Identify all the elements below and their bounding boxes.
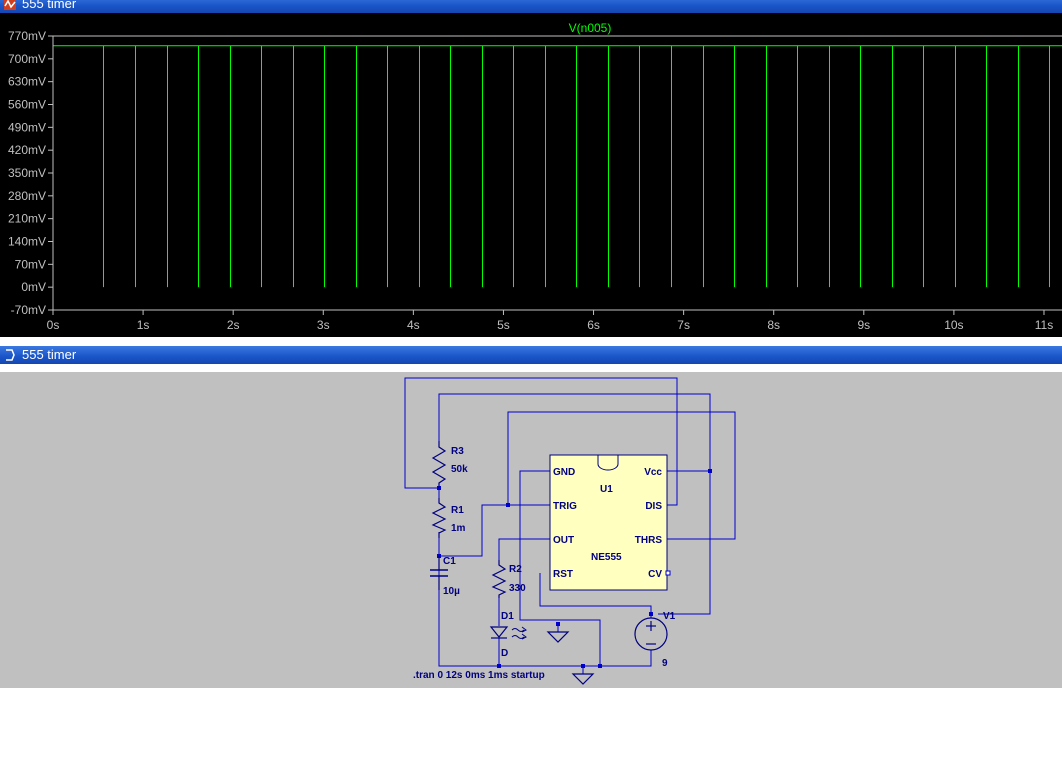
resistor-r1[interactable]: R1 1m <box>431 498 466 538</box>
waveform-window-icon <box>4 0 16 10</box>
pin-out: OUT <box>553 535 574 546</box>
x-tick-label: 8s <box>767 318 780 332</box>
schematic-window-icon <box>6 349 15 361</box>
waveform-plot-pane[interactable]: V(n005) 770mV 700mV 630mV 560mV 490mV 420mV 35… <box>0 13 1062 337</box>
y-tick-label: 630mV <box>8 75 46 89</box>
pin-cv: CV <box>648 569 662 580</box>
pin-thrs: THRS <box>635 535 663 546</box>
x-tick-label: 7s <box>677 318 690 332</box>
pin-trig: TRIG <box>553 501 577 512</box>
waveform-window-titlebar[interactable]: 555 timer <box>0 0 1062 13</box>
y-tick-label: 280mV <box>8 189 46 203</box>
r2-ref: R2 <box>509 564 522 575</box>
x-tick-label: 0s <box>47 318 60 332</box>
x-tick-label: 9s <box>857 318 870 332</box>
trace-label[interactable]: V(n005) <box>569 21 612 35</box>
led-d1[interactable]: D1 D <box>489 611 527 659</box>
capacitor-c1[interactable]: C1 10µ <box>430 556 460 597</box>
schematic-window-title: 555 timer <box>22 347 77 362</box>
r3-value: 50k <box>451 464 468 475</box>
v1-value: 9 <box>662 658 668 669</box>
waveform-chart[interactable]: V(n005) 770mV 700mV 630mV 560mV 490mV 420mV 35… <box>0 13 1062 337</box>
resistor-r3[interactable]: R3 50k <box>431 441 468 488</box>
x-tick-label: 11s <box>1035 318 1053 332</box>
u1-value: NE555 <box>591 552 622 563</box>
y-tick-label: 140mV <box>8 235 46 249</box>
voltage-source-v1[interactable]: V1 9 <box>634 611 676 669</box>
pin-vcc: Vcc <box>644 467 662 478</box>
x-tick-label: 6s <box>587 318 600 332</box>
x-tick-label: 4s <box>407 318 420 332</box>
c1-ref: C1 <box>443 556 456 567</box>
schematic-drawing[interactable]: R3 50k R1 1m C1 10µ R2 330 <box>0 372 1062 688</box>
d1-value: D <box>501 648 508 659</box>
u1-ref: U1 <box>600 484 613 495</box>
y-tick-label: 770mV <box>8 29 46 43</box>
r3-ref: R3 <box>451 446 464 457</box>
x-tick-label: 3s <box>317 318 330 332</box>
v1-ref: V1 <box>663 611 676 622</box>
y-tick-label: 420mV <box>8 143 46 157</box>
c1-value: 10µ <box>443 586 460 597</box>
y-tick-label: -70mV <box>11 303 46 317</box>
y-tick-label: 210mV <box>8 212 46 226</box>
ground-symbol <box>571 673 595 685</box>
cv-pin-open <box>665 570 671 576</box>
schematic-canvas[interactable]: R3 50k R1 1m C1 10µ R2 330 <box>0 372 1062 688</box>
y-tick-label: 560mV <box>8 98 46 112</box>
ic-u1-ne555[interactable]: GND TRIG OUT RST Vcc DIS THRS CV U1 NE55… <box>549 454 671 591</box>
x-tick-label: 2s <box>227 318 240 332</box>
x-tick-label: 10s <box>944 318 963 332</box>
resistor-r2[interactable]: R2 330 <box>491 560 526 598</box>
pin-rst: RST <box>553 569 573 580</box>
r1-ref: R1 <box>451 505 464 516</box>
r1-value: 1m <box>451 523 466 534</box>
y-tick-label: 70mV <box>15 257 46 271</box>
pin-gnd: GND <box>553 467 575 478</box>
x-tick-label: 1s <box>137 318 150 332</box>
spice-directive[interactable]: .tran 0 12s 0ms 1ms startup <box>413 670 545 681</box>
ground-symbol <box>546 631 570 643</box>
y-tick-label: 490mV <box>8 120 46 134</box>
y-tick-label: 0mV <box>21 280 46 294</box>
r2-value: 330 <box>509 583 526 594</box>
x-tick-label: 5s <box>497 318 510 332</box>
schematic-window-titlebar[interactable]: 555 timer <box>0 346 1062 364</box>
pin-dis: DIS <box>645 501 662 512</box>
y-tick-label: 350mV <box>8 166 46 180</box>
d1-ref: D1 <box>501 611 514 622</box>
waveform-window-title: 555 timer <box>22 0 77 11</box>
y-tick-label: 700mV <box>8 52 46 66</box>
